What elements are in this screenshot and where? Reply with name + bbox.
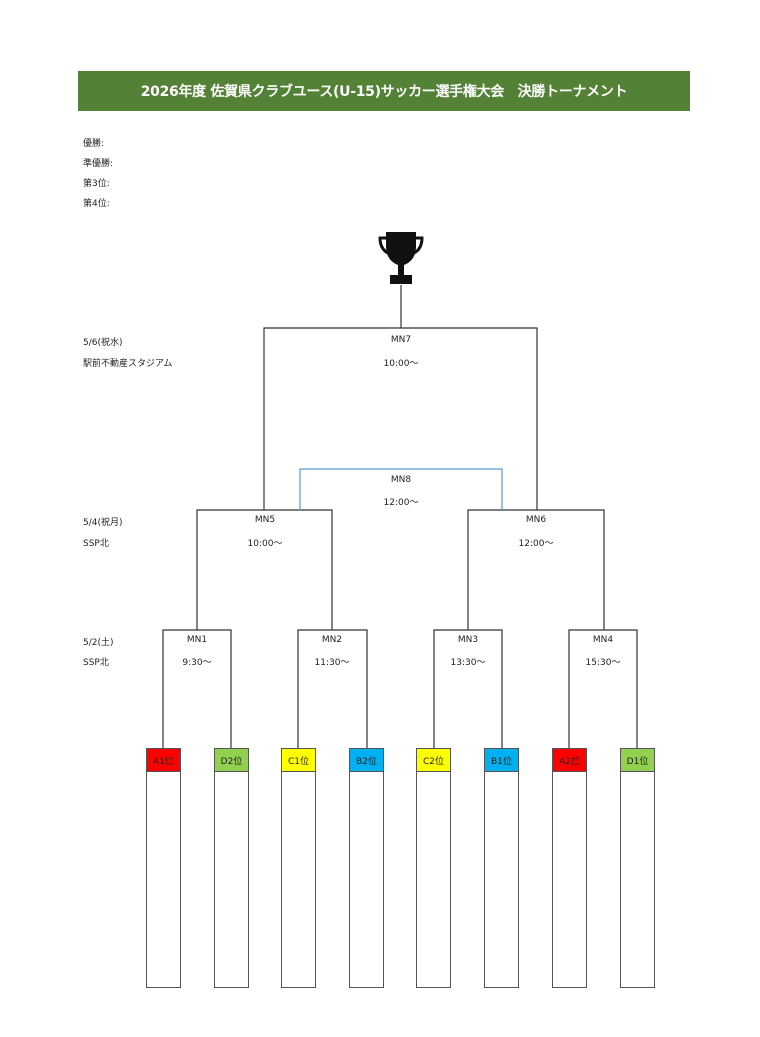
team-seed: D1位 bbox=[621, 749, 654, 772]
match-mn8-time: 12:00〜 bbox=[383, 498, 419, 508]
team-slot: A1位 bbox=[146, 748, 181, 988]
team-slot: C2位 bbox=[416, 748, 451, 988]
team-seed: C1位 bbox=[282, 749, 315, 772]
trophy-icon bbox=[378, 232, 424, 284]
runner-up-label: 準優勝: bbox=[83, 159, 114, 169]
match-mn5-time: 10:00〜 bbox=[247, 539, 283, 549]
team-seed: A2位 bbox=[553, 749, 586, 772]
match-mn6-time: 12:00〜 bbox=[518, 539, 554, 549]
team-slot: D2位 bbox=[214, 748, 249, 988]
team-slot: B1位 bbox=[484, 748, 519, 988]
fourth-place-label: 第4位: bbox=[83, 199, 110, 209]
match-mn5-label: MN5 bbox=[254, 515, 276, 525]
third-place-label: 第3位: bbox=[83, 179, 110, 189]
final-venue: 駅前不動産スタジアム bbox=[83, 359, 173, 369]
team-slot: C1位 bbox=[281, 748, 316, 988]
match-mn7-label: MN7 bbox=[390, 335, 412, 345]
semifinal-date: 5/4(祝月) bbox=[83, 518, 123, 528]
match-mn4-label: MN4 bbox=[592, 635, 614, 645]
match-mn1-label: MN1 bbox=[186, 635, 208, 645]
match-mn3-time: 13:30〜 bbox=[450, 658, 486, 668]
match-mn6-label: MN6 bbox=[525, 515, 547, 525]
team-seed: A1位 bbox=[147, 749, 180, 772]
semifinal-venue: SSP北 bbox=[83, 539, 109, 549]
team-seed: B2位 bbox=[350, 749, 383, 772]
team-seed: C2位 bbox=[417, 749, 450, 772]
match-mn2-time: 11:30〜 bbox=[314, 658, 350, 668]
team-slot: A2位 bbox=[552, 748, 587, 988]
page-title: 2026年度 佐賀県クラブユース(U-15)サッカー選手権大会 決勝トーナメント bbox=[78, 71, 690, 111]
third-place-line bbox=[299, 468, 503, 510]
match-mn2-label: MN2 bbox=[321, 635, 343, 645]
match-mn4-time: 15:30〜 bbox=[585, 658, 621, 668]
quarterfinal-date: 5/2(土) bbox=[83, 638, 114, 648]
match-mn8-label: MN8 bbox=[390, 475, 412, 485]
team-slot: D1位 bbox=[620, 748, 655, 988]
quarterfinal-venue: SSP北 bbox=[83, 658, 109, 668]
match-mn1-time: 9:30〜 bbox=[182, 658, 212, 668]
team-slot: B2位 bbox=[349, 748, 384, 988]
match-mn3-label: MN3 bbox=[457, 635, 479, 645]
team-seed: D2位 bbox=[215, 749, 248, 772]
winner-label: 優勝: bbox=[83, 139, 105, 149]
team-seed: B1位 bbox=[485, 749, 518, 772]
final-date: 5/6(祝水) bbox=[83, 338, 123, 348]
match-mn7-time: 10:00〜 bbox=[383, 359, 419, 369]
